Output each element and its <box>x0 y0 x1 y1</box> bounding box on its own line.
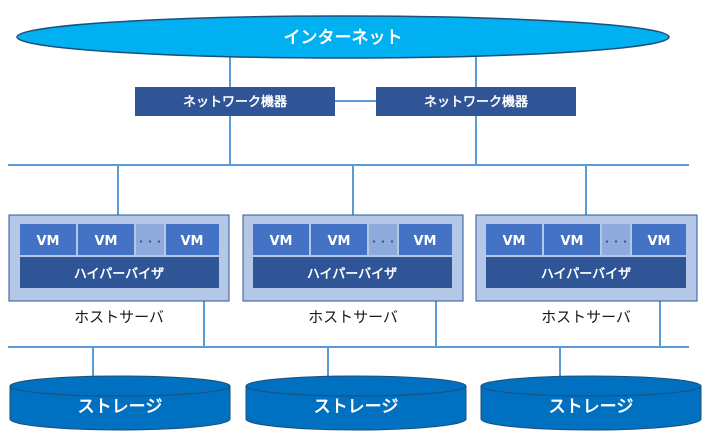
vm-2-1-box <box>253 224 309 255</box>
vm-3-1-box <box>486 224 542 255</box>
vm-3-1-label: VM <box>503 234 526 249</box>
vm-1-3-box <box>166 224 219 255</box>
network-device-1-box <box>135 87 335 116</box>
internet-label: インターネット <box>284 28 403 48</box>
network-device-2-box <box>376 87 576 116</box>
storage-2-top <box>245 375 467 397</box>
vm-3-3-box <box>632 224 686 255</box>
vm-2-dots-box <box>369 224 397 255</box>
storage-3: ストレージ <box>480 375 702 431</box>
host-server-1-label: ホストサーバ <box>74 308 164 326</box>
storage-1: ストレージ <box>9 375 231 431</box>
host-server-2: VM VM ・・・ VM ハイパーバイザ <box>242 214 464 302</box>
vm-3-2-box <box>544 224 600 255</box>
vm-3-dots: ・・・ <box>602 238 629 248</box>
hypervisor-2-label: ハイパーバイザ <box>307 267 397 282</box>
vm-1-2-box <box>78 224 134 255</box>
hypervisor-1-label: ハイパーバイザ <box>74 267 164 282</box>
vm-2-2-box <box>311 224 367 255</box>
hypervisor-1-box <box>20 257 219 288</box>
host-server-3-label: ホストサーバ <box>541 308 631 326</box>
network-device-1-label: ネットワーク機器 <box>183 94 288 110</box>
vm-1-2-label: VM <box>95 234 118 249</box>
vm-1-dots: ・・・ <box>136 238 163 248</box>
internet-ellipse <box>16 15 670 59</box>
host-server-2-label: ホストサーバ <box>308 308 398 326</box>
vm-2-2-label: VM <box>328 234 351 249</box>
hypervisor-3-label: ハイパーバイザ <box>541 267 631 282</box>
vm-2-1-label: VM <box>270 234 293 249</box>
vm-2-dots: ・・・ <box>369 238 396 248</box>
storage-2: ストレージ <box>245 375 467 431</box>
vm-2-3-box <box>399 224 452 255</box>
host-server-1: VM VM ・・・ VM ハイパーバイザ <box>8 214 230 302</box>
vm-3-3-label: VM <box>648 234 671 249</box>
vm-3-dots-box <box>602 224 630 255</box>
vm-1-3-label: VM <box>181 234 204 249</box>
vm-1-1-box <box>20 224 76 255</box>
hypervisor-2-box <box>253 257 452 288</box>
network-device-1: ネットワーク機器 <box>135 87 335 116</box>
connector-lines <box>8 55 689 380</box>
vm-1-dots-box <box>136 224 164 255</box>
hypervisor-3-box <box>486 257 686 288</box>
network-device-2: ネットワーク機器 <box>376 87 576 116</box>
storage-1-body <box>9 385 231 431</box>
storage-2-label: ストレージ <box>314 397 399 417</box>
storage-3-top <box>480 375 702 397</box>
vm-2-3-label: VM <box>414 234 437 249</box>
storage-1-label: ストレージ <box>78 397 163 417</box>
storage-3-label: ストレージ <box>549 397 634 417</box>
storage-3-body <box>480 385 702 431</box>
vm-1-1-label: VM <box>37 234 60 249</box>
storage-2-body <box>245 385 467 431</box>
storage-1-top <box>9 375 231 397</box>
internet-node: インターネット <box>16 15 670 59</box>
host-server-3: VM VM ・・・ VM ハイパーバイザ <box>475 214 698 302</box>
vm-3-2-label: VM <box>561 234 584 249</box>
network-device-2-label: ネットワーク機器 <box>424 94 529 110</box>
